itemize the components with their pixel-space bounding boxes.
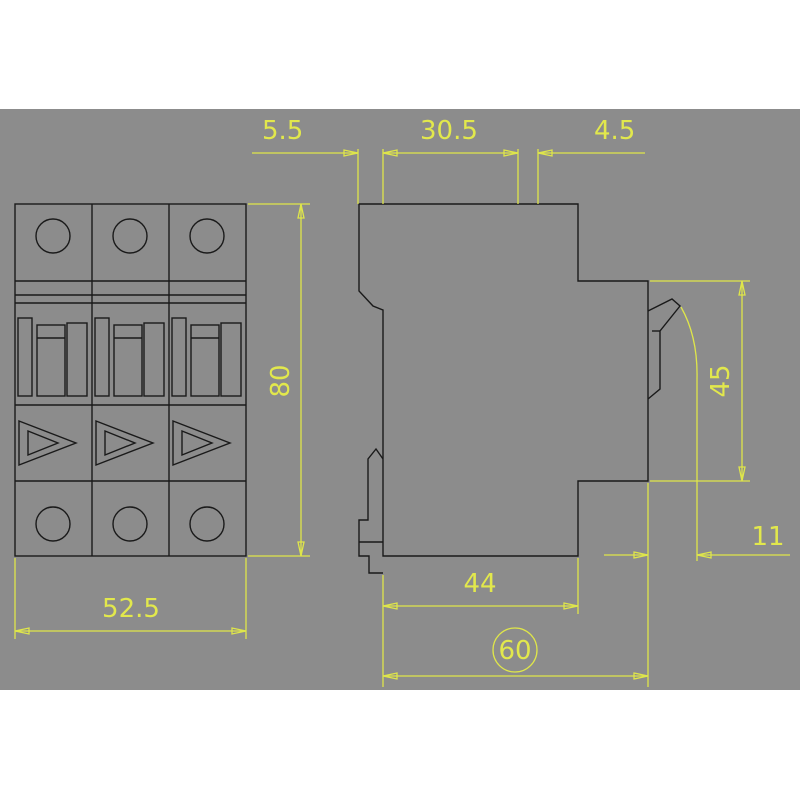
side-view bbox=[358, 203, 681, 574]
dimension-label: 52.5 bbox=[102, 594, 160, 624]
arrow-triangle-icon bbox=[95, 419, 155, 467]
terminal-screw-icon bbox=[112, 218, 148, 254]
technical-drawing: 5.5 30.5 4.5 80 52.5 45 11 44 60 bbox=[0, 109, 800, 690]
din-rail-clip bbox=[358, 447, 384, 574]
dimension-lines bbox=[14, 149, 790, 687]
toggle-handle bbox=[94, 317, 165, 397]
dimension-label: 60 bbox=[498, 636, 531, 666]
drawing-panel: 5.5 30.5 4.5 80 52.5 45 11 44 60 bbox=[0, 109, 800, 690]
side-outline bbox=[358, 203, 649, 557]
dimension-label: 80 bbox=[266, 364, 296, 397]
front-outline bbox=[14, 203, 247, 557]
terminal-screw-icon bbox=[35, 218, 71, 254]
dimension-label: 45 bbox=[706, 364, 736, 397]
terminal-screw-icon bbox=[189, 506, 225, 542]
terminal-screw-icon bbox=[112, 506, 148, 542]
dimension-label: 11 bbox=[751, 522, 784, 552]
dimension-label: 4.5 bbox=[594, 116, 635, 146]
drawing-background bbox=[0, 109, 800, 690]
dimension-label: 44 bbox=[463, 569, 496, 599]
dimension-label: 5.5 bbox=[262, 116, 303, 146]
arrow-triangle-icon bbox=[172, 419, 232, 467]
arrow-triangle-icon bbox=[18, 419, 78, 467]
dimension-label: 30.5 bbox=[420, 116, 478, 146]
terminal-screw-icon bbox=[35, 506, 71, 542]
toggle-handle bbox=[171, 317, 242, 397]
front-view bbox=[14, 203, 247, 557]
terminal-screw-icon bbox=[189, 218, 225, 254]
toggle-handle bbox=[17, 317, 88, 397]
side-lever bbox=[647, 298, 681, 400]
